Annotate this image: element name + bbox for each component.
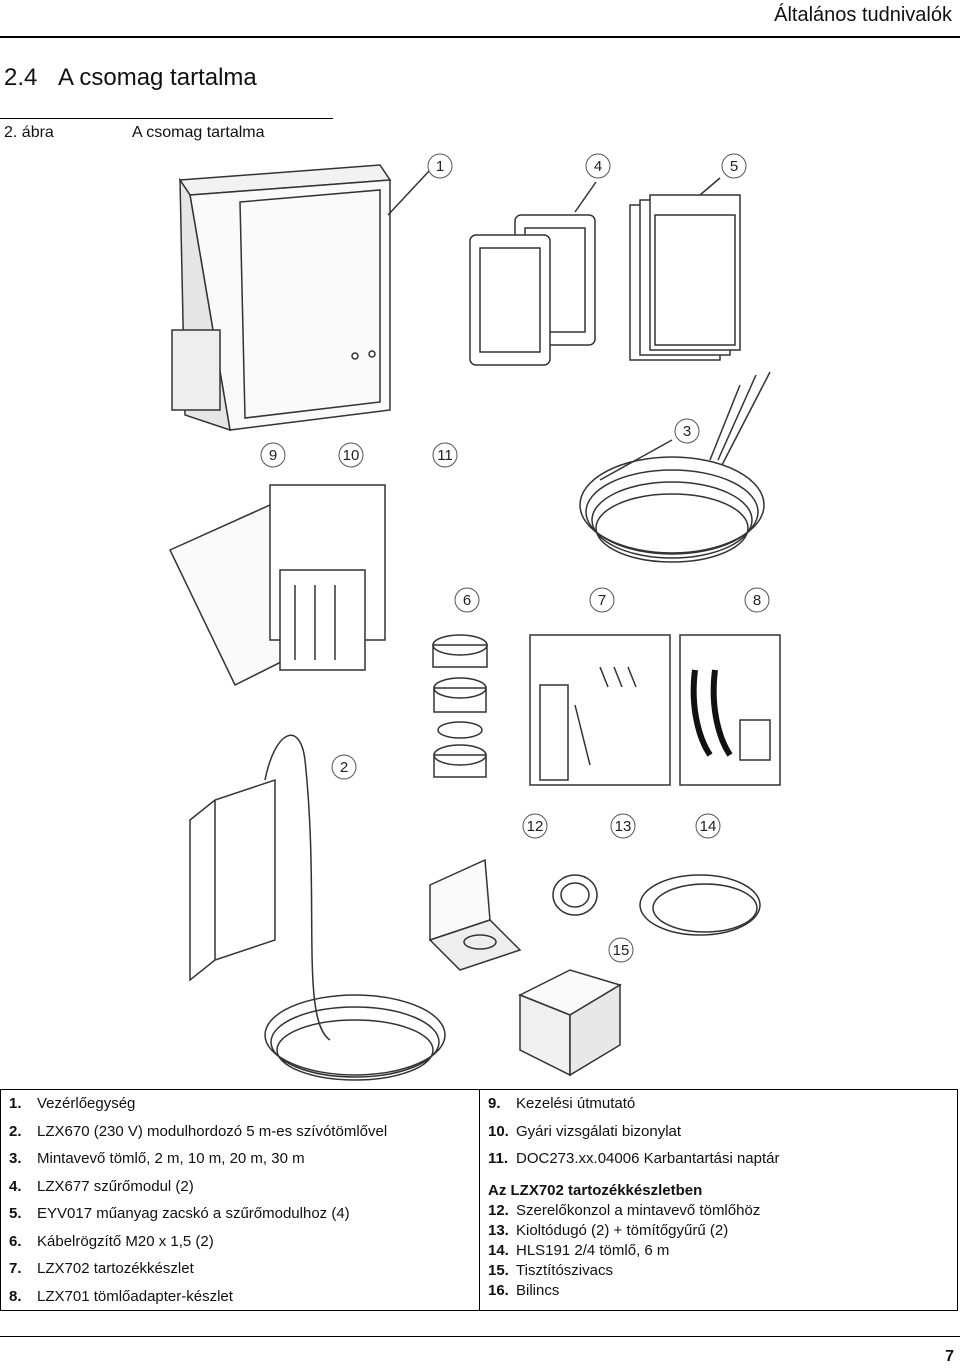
cable-gland-drawing	[432, 634, 488, 778]
footer-rule	[0, 1336, 960, 1337]
legend-item: 4.LZX677 szűrőmodul (2)	[9, 1177, 194, 1195]
header-rule	[0, 36, 960, 38]
callout-4	[585, 153, 611, 179]
accessory-kit-bag-drawing	[529, 634, 671, 786]
callout-14	[695, 813, 721, 839]
legend-item: 8.LZX701 tömlőadapter-készlet	[9, 1287, 233, 1305]
cleaning-sponge-drawing	[518, 969, 622, 1077]
module-carrier-drawing	[189, 734, 446, 1081]
legend-item: 10.Gyári vizsgálati bizonylat	[488, 1122, 682, 1140]
callout-label: 11	[437, 447, 453, 464]
legend-item: 6.Kábelrögzítő M20 x 1,5 (2)	[9, 1232, 214, 1250]
legend-item: 5.EYV017 műanyag zacskó a szűrőmodulhoz …	[9, 1205, 350, 1222]
section-number: 2.4	[4, 64, 38, 91]
controller-unit-drawing	[171, 164, 392, 432]
callout-label: 5	[730, 158, 738, 175]
legend-item: 14.HLS191 2/4 tömlő, 6 m	[488, 1241, 670, 1259]
callout-15	[608, 937, 634, 963]
running-header-title: Általános tudnivalók	[774, 4, 952, 26]
legend-item: 9.Kezelési útmutató	[488, 1095, 636, 1112]
mounting-bracket-drawing	[428, 858, 522, 971]
callout-label: 7	[598, 592, 606, 609]
legend-left-column: 1.Vezérlőegység 2.LZX670 (230 V) modulho…	[0, 1089, 480, 1311]
callout-10	[338, 442, 364, 468]
legend-item: 1.Vezérlőegység	[9, 1095, 136, 1112]
figure-title: A csomag tartalma	[132, 124, 265, 141]
callout-label: 1	[436, 158, 444, 175]
hose-adapter-kit-bag-drawing	[679, 634, 781, 786]
callout-label: 6	[463, 592, 471, 609]
callout-label: 8	[753, 592, 761, 609]
callout-8	[744, 587, 770, 613]
legend-subheading: Az LZX702 tartozékkészletben	[488, 1181, 703, 1199]
tubing-coil-drawing	[639, 874, 761, 936]
figure-caption: 2. ábra A csomag tartalma	[4, 124, 265, 142]
package-contents-illustration: 1 4 5 3 9 10 11 6 7 8 2 12 13 14 15	[168, 153, 781, 1081]
blanking-plug-drawing	[552, 874, 598, 916]
callout-label: 2	[340, 759, 348, 776]
legend-item: 7.LZX702 tartozékkészlet	[9, 1260, 194, 1277]
filter-module-drawing	[469, 214, 596, 366]
page-number: 7	[945, 1348, 954, 1365]
legend-table: 1.Vezérlőegység 2.LZX670 (230 V) modulho…	[0, 1089, 958, 1311]
legend-item: 12.Szerelőkonzol a mintavevő tömlőhöz	[488, 1201, 761, 1219]
legend-item: 16.Bilincs	[488, 1281, 560, 1299]
legend-item: 13.Kioltódugó (2) + tömítőgyűrű (2)	[488, 1221, 729, 1239]
figure-label: 2. ábra	[4, 124, 54, 141]
callout-label: 15	[613, 942, 630, 959]
callout-label: 4	[594, 158, 602, 175]
sample-hose-coil-drawing	[579, 371, 771, 563]
callout-label: 13	[615, 818, 632, 835]
legend-item: 11.DOC273.xx.04006 Karbantartási naptár	[488, 1150, 780, 1167]
plastic-bags-drawing	[629, 194, 741, 361]
callout-9	[260, 442, 286, 468]
callout-5	[721, 153, 747, 179]
callout-7	[589, 587, 615, 613]
callout-label: 12	[527, 818, 544, 835]
documents-drawing	[168, 484, 386, 687]
callout-label: 10	[343, 447, 360, 464]
callout-1	[427, 153, 453, 179]
callout-12	[522, 813, 548, 839]
callout-2	[331, 754, 357, 780]
legend-right-column: 9.Kezelési útmutató 10.Gyári vizsgálati …	[479, 1089, 958, 1311]
section-title: A csomag tartalma	[58, 64, 257, 91]
callout-13	[610, 813, 636, 839]
figure-rule	[0, 118, 333, 119]
section-heading: 2.4 A csomag tartalma	[4, 64, 257, 92]
callout-label: 3	[683, 423, 691, 440]
callout-3	[674, 418, 700, 444]
callout-label: 9	[269, 447, 277, 464]
callout-label: 14	[700, 818, 717, 835]
legend-item: 3.Mintavevő tömlő, 2 m, 10 m, 20 m, 30 m	[9, 1150, 305, 1167]
legend-item: 15.Tisztítószivacs	[488, 1261, 613, 1279]
callout-11	[432, 442, 458, 468]
legend-item: 2.LZX670 (230 V) modulhordozó 5 m-es szí…	[9, 1122, 388, 1140]
callout-6	[454, 587, 480, 613]
